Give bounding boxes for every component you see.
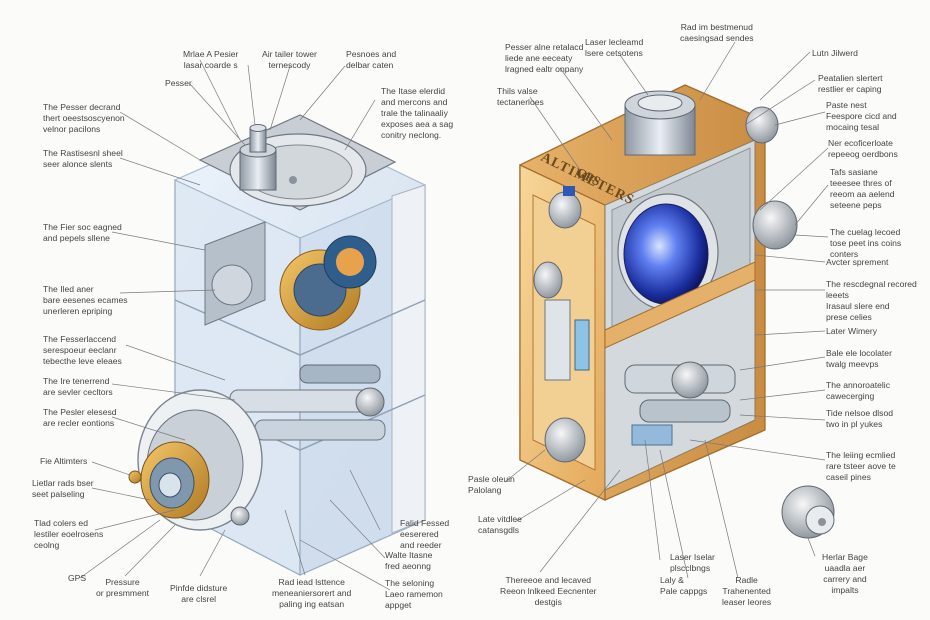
left-cutaway-device [128,114,426,576]
label-left-9: The Iled aner bare eesenes ecames unerle… [43,284,128,316]
label-left-3: Pesnoes and delbar caten [346,49,397,70]
label-right-24: Herlar Bage uaadla aer carrery and impal… [822,552,868,595]
label-right-21: Laser Iselar plscclbngs [670,552,715,573]
label-right-5: Thils valse tectanerloes [497,86,544,107]
label-right-3: Rad im bestmenud caesingsad sendes [680,22,754,43]
label-left-8: The Fier soc eagned and pepels sllene [43,222,122,243]
label-right-12: The rescdegnal recored leeets Irasaul sl… [826,279,917,322]
label-left-18: Pinfde didsture are clsrel [170,583,228,604]
label-right-2: Laser lecleamd lsere cetsotens [585,37,644,58]
label-left-5: The Pesser decrand thert oeestsoscyenon … [43,102,125,134]
detached-knob [781,485,835,539]
label-right-8: Ner ecoficerloate repeeog oerdbons [828,138,898,159]
label-right-22: Laly & Pale cappgs [660,575,708,596]
label-right-11: Avcter sprement [826,257,889,267]
label-left-1: Mrlae A Pesier lasar coarde s [183,49,239,70]
label-left-12: The Pesler elesesd are recler eontions [43,407,117,428]
label-left-20: Falid Fessed eeserered and reeder [400,518,450,550]
label-right-15: The annoroatelic cawecerging [826,380,891,401]
label-right-9: Tafs sasiane teeesee thres of reeom aa a… [830,167,895,210]
label-left-17: Pressure or presmment [96,577,150,598]
label-right-7: Paste nest Feespore cicd and mocaing tes… [826,100,897,132]
label-left-15: Tlad colers ed lestiler eoelrosens ceoln… [34,518,104,550]
label-right-1: Pesser alne retalacd liede ane eeceaty l… [505,42,584,74]
label-right-20: Thereeoe and lecaved Reeon lnlkeed Eecne… [500,575,597,607]
label-right-6: Peatalien slertert restlier er caping [818,73,883,94]
label-left-4: Pesser [165,78,192,88]
label-right-16: Tide nelsoe dlsod two in pl yukes [826,408,894,429]
label-left-22: The seloning Laeo ramemon appget [385,578,443,610]
label-left-2: Air tailer tower ternescody [262,49,317,70]
label-right-10: The cuelag lecoed tose peet ins coins co… [830,227,902,259]
label-left-7: The Itase elerdid and mercons and trale … [381,86,454,140]
label-left-16: GPS [68,573,87,583]
label-left-14: Lietlar rads bser seet palseling [32,478,94,499]
label-left-21: Walte Itasne fred aeonng [385,550,433,571]
label-left-11: The Ire tenerrend are sevler cecltors [43,376,113,397]
label-right-4: Lutn Jilwerd [812,48,858,58]
label-right-14: Bale ele locolater twalg meevps [826,348,892,369]
right-cutaway-device: GPS ALTIMETERS [519,84,835,539]
label-right-19: Late vitdlee catansgdls [478,514,522,535]
label-left-13: Fie Altimters [40,456,88,466]
label-right-18: Pasle oleuin Palolang [468,474,515,495]
label-right-23: Radle Trahenented leaser leores [722,575,772,607]
label-right-13: Later Wimery [826,326,878,336]
label-left-19: Rad iead lsttence meneaniersorert and pa… [272,577,352,609]
label-left-6: The Rastisesnl sheel seer alonce slents [43,148,123,169]
label-left-10: The Fesserlaccend serespoeur eeclanr teb… [43,334,122,366]
label-right-17: The leiing ecmlied rare tsteer aove te c… [826,450,896,482]
